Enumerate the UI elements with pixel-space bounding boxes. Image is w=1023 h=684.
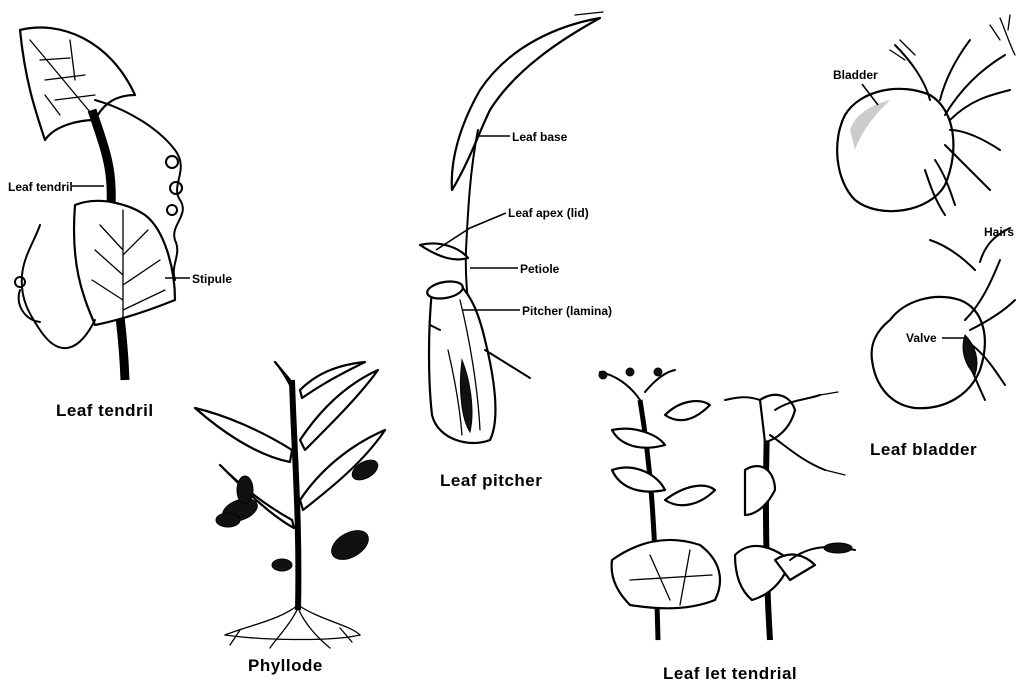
label-leaf-base: Leaf base (512, 130, 568, 144)
caption-leaf-bladder: Leaf bladder (870, 440, 977, 459)
leaflet-tendril-illustration (599, 368, 855, 640)
phyllode-illustration (195, 362, 385, 648)
label-bladder: Bladder (833, 68, 878, 82)
caption-leaflet-tendril: Leaf let tendrial (663, 664, 797, 683)
caption-phyllode: Phyllode (248, 656, 323, 675)
label-hairs: Hairs (984, 225, 1014, 239)
label-leaf-apex: Leaf apex (lid) (508, 206, 589, 220)
label-stipule: Stipule (192, 272, 232, 286)
leaf-pitcher-illustration (420, 12, 603, 443)
leaf-tendril-illustration (15, 28, 183, 380)
label-valve: Valve (906, 331, 937, 345)
caption-leaf-tendril: Leaf tendril (56, 401, 154, 420)
label-pitcher: Pitcher (lamina) (522, 304, 612, 318)
caption-leaf-pitcher: Leaf pitcher (440, 471, 542, 490)
label-leaf-tendril: Leaf tendril (8, 180, 73, 194)
label-petiole: Petiole (520, 262, 560, 276)
